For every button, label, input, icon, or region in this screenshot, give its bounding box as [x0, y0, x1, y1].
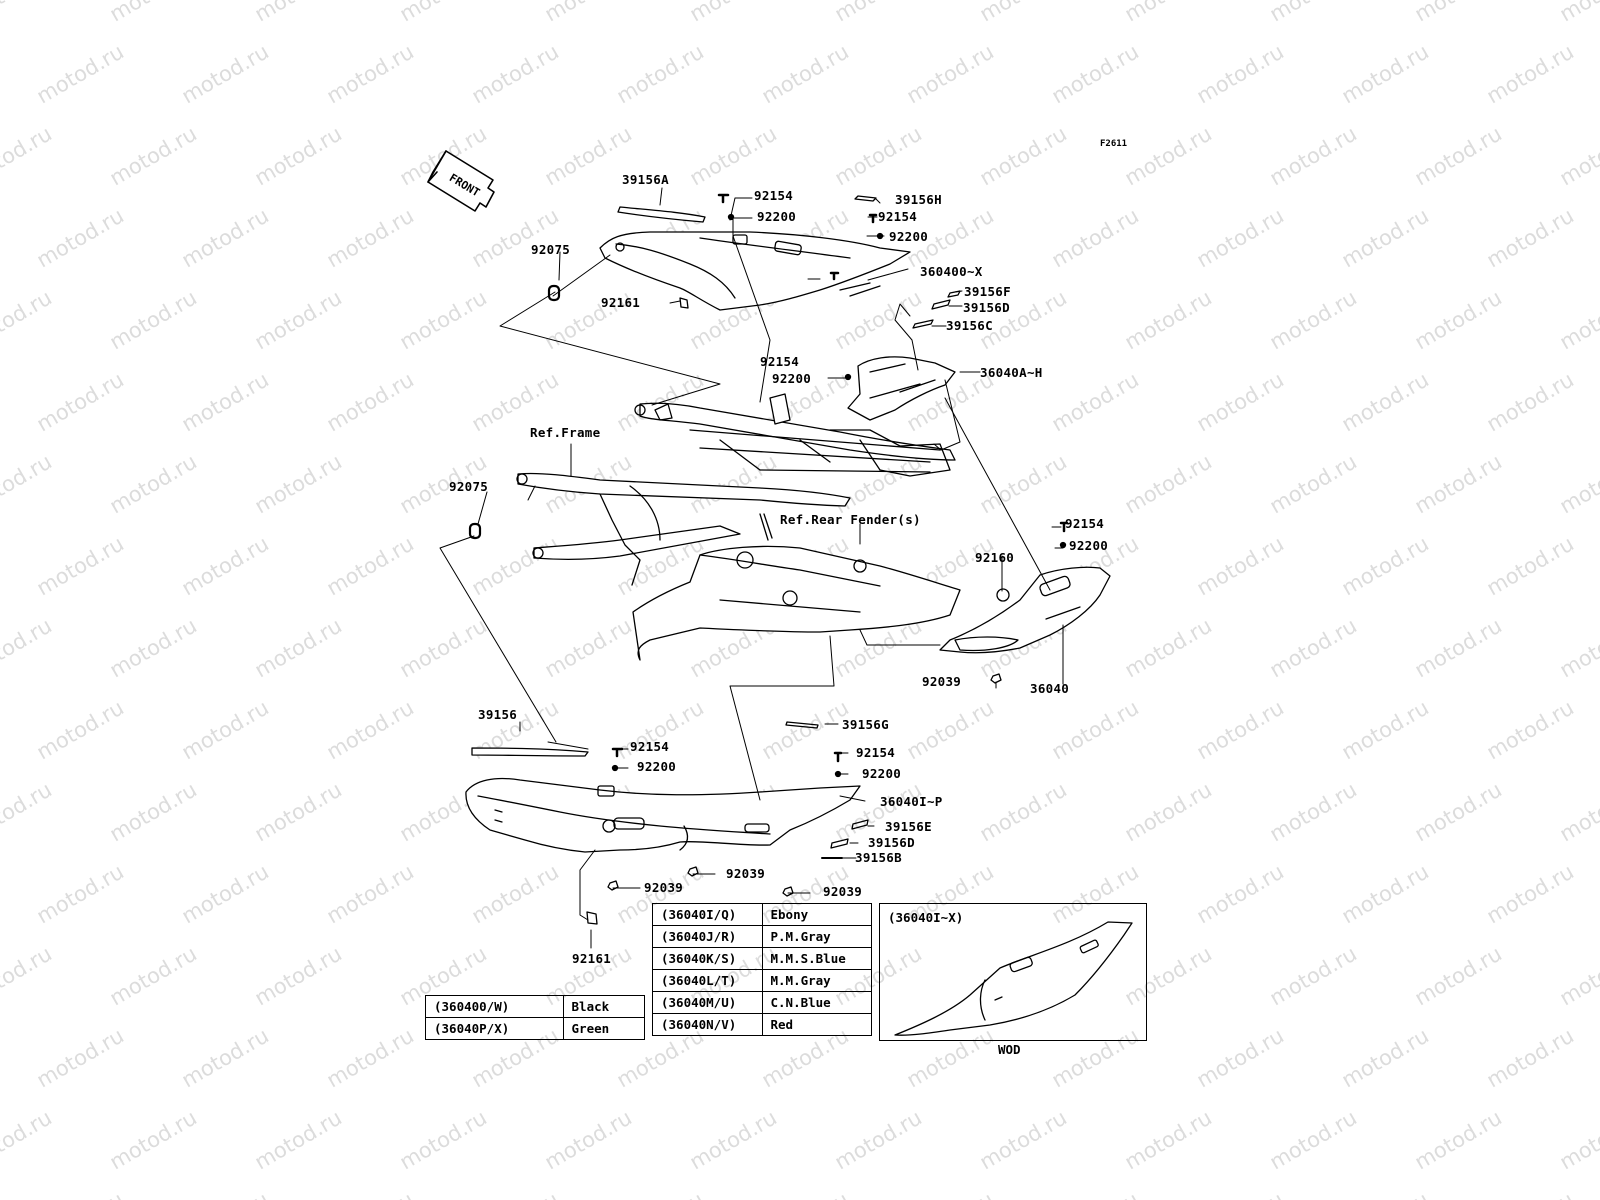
part-label-92075: 92075	[449, 479, 489, 494]
ref-frame-label: Ref.Frame	[530, 425, 601, 440]
sticker-39156E	[851, 819, 869, 830]
wod-inset: (36040I~X)	[879, 903, 1147, 1041]
tail-piece-36040	[939, 566, 1111, 654]
color-table-right: (36040I/Q)Ebony(36040J/R)P.M.Gray(36040K…	[652, 903, 872, 1036]
color-table-row: (360400/W)Black	[425, 995, 646, 1018]
sticker-39156A	[617, 206, 706, 223]
part-label-360400-X: 360400~X	[920, 264, 983, 279]
part-label-39156A: 39156A	[622, 172, 669, 187]
ref-rear-fender-label: Ref.Rear Fender(s)	[780, 512, 921, 527]
color-name-cell: C.N.Blue	[761, 991, 872, 1014]
part-label-92039: 92039	[922, 674, 962, 689]
upper-seat-cover	[599, 231, 911, 311]
color-name-cell: Red	[761, 1013, 872, 1036]
color-table-row: (36040P/X)Green	[425, 1017, 646, 1040]
part-label-92039: 92039	[644, 880, 684, 895]
part-label-92200: 92200	[1069, 538, 1109, 553]
color-name-cell: Green	[562, 1017, 646, 1040]
sticker-39156D-lower	[830, 838, 849, 849]
leader-lines	[439, 187, 1064, 949]
part-label-92154: 92154	[1065, 516, 1105, 531]
rear-fender	[632, 513, 961, 661]
part-label-39156D: 39156D	[868, 835, 915, 850]
fasteners	[468, 193, 1069, 925]
part-label-39156B: 39156B	[855, 850, 902, 865]
wod-inset-title: (36040I~X)	[888, 910, 964, 925]
part-label-92200: 92200	[757, 209, 797, 224]
color-table-row: (36040I/Q)Ebony	[652, 903, 872, 926]
front-arrow-icon: FRONT	[427, 150, 495, 212]
part-label-39156H: 39156H	[895, 192, 942, 207]
part-label-39156E: 39156E	[885, 819, 932, 834]
color-code-cell: (36040P/X)	[425, 1017, 564, 1040]
color-table-row: (36040K/S)M.M.S.Blue	[652, 947, 872, 970]
color-code-cell: (36040M/U)	[652, 991, 763, 1014]
sticker-39156D-upper	[931, 299, 951, 310]
part-label-39156G: 39156G	[842, 717, 889, 732]
sticker-39156H	[854, 195, 877, 202]
part-label-92039: 92039	[823, 884, 863, 899]
color-name-cell: Black	[562, 995, 646, 1018]
color-table-row: (36040L/T)M.M.Gray	[652, 969, 872, 992]
sticker-39156	[471, 747, 589, 757]
part-label-39156D: 39156D	[963, 300, 1010, 315]
part-label-92161: 92161	[572, 951, 612, 966]
part-label-92160: 92160	[975, 550, 1015, 565]
part-label-92075: 92075	[531, 242, 571, 257]
part-label-39156F: 39156F	[964, 284, 1011, 299]
part-label-92200: 92200	[637, 759, 677, 774]
wod-inset-drawing	[894, 921, 1133, 1036]
rear-subframe	[516, 393, 956, 586]
color-code-cell: (36040K/S)	[652, 947, 763, 970]
color-code-cell: (360400/W)	[425, 995, 564, 1018]
part-label-36040A-H: 36040A~H	[980, 365, 1043, 380]
part-label-36040I-P: 36040I~P	[880, 794, 943, 809]
tail-center-cover	[847, 356, 956, 421]
sticker-39156C	[912, 319, 934, 329]
part-label-92154: 92154	[878, 209, 918, 224]
part-label-92200: 92200	[862, 766, 902, 781]
color-code-cell: (36040J/R)	[652, 925, 763, 948]
part-label-92200: 92200	[772, 371, 812, 386]
part-label-36040: 36040	[1030, 681, 1070, 696]
color-name-cell: P.M.Gray	[761, 925, 872, 948]
color-code-cell: (36040L/T)	[652, 969, 763, 992]
sticker-39156G	[785, 721, 819, 729]
color-code-cell: (36040N/V)	[652, 1013, 763, 1036]
part-label-92154: 92154	[754, 188, 794, 203]
part-label-39156C: 39156C	[946, 318, 993, 333]
part-label-92200: 92200	[889, 229, 929, 244]
color-table-row: (36040M/U)C.N.Blue	[652, 991, 872, 1014]
color-name-cell: Ebony	[761, 903, 872, 926]
color-table-row: (36040J/R)P.M.Gray	[652, 925, 872, 948]
wod-caption: WOD	[998, 1042, 1021, 1057]
color-table-left: (360400/W)Black(36040P/X)Green	[425, 995, 646, 1040]
color-name-cell: M.M.Gray	[761, 969, 872, 992]
part-label-92154: 92154	[760, 354, 800, 369]
part-label-92154: 92154	[630, 739, 670, 754]
part-label-92039: 92039	[726, 866, 766, 881]
diagram-code: F2611	[1100, 139, 1128, 149]
part-label-92161: 92161	[601, 295, 641, 310]
part-label-39156: 39156	[478, 707, 518, 722]
lower-seat-cover	[465, 777, 861, 853]
color-code-cell: (36040I/Q)	[652, 903, 763, 926]
part-label-92154: 92154	[856, 745, 896, 760]
color-table-row: (36040N/V)Red	[652, 1013, 872, 1036]
color-name-cell: M.M.S.Blue	[761, 947, 872, 970]
